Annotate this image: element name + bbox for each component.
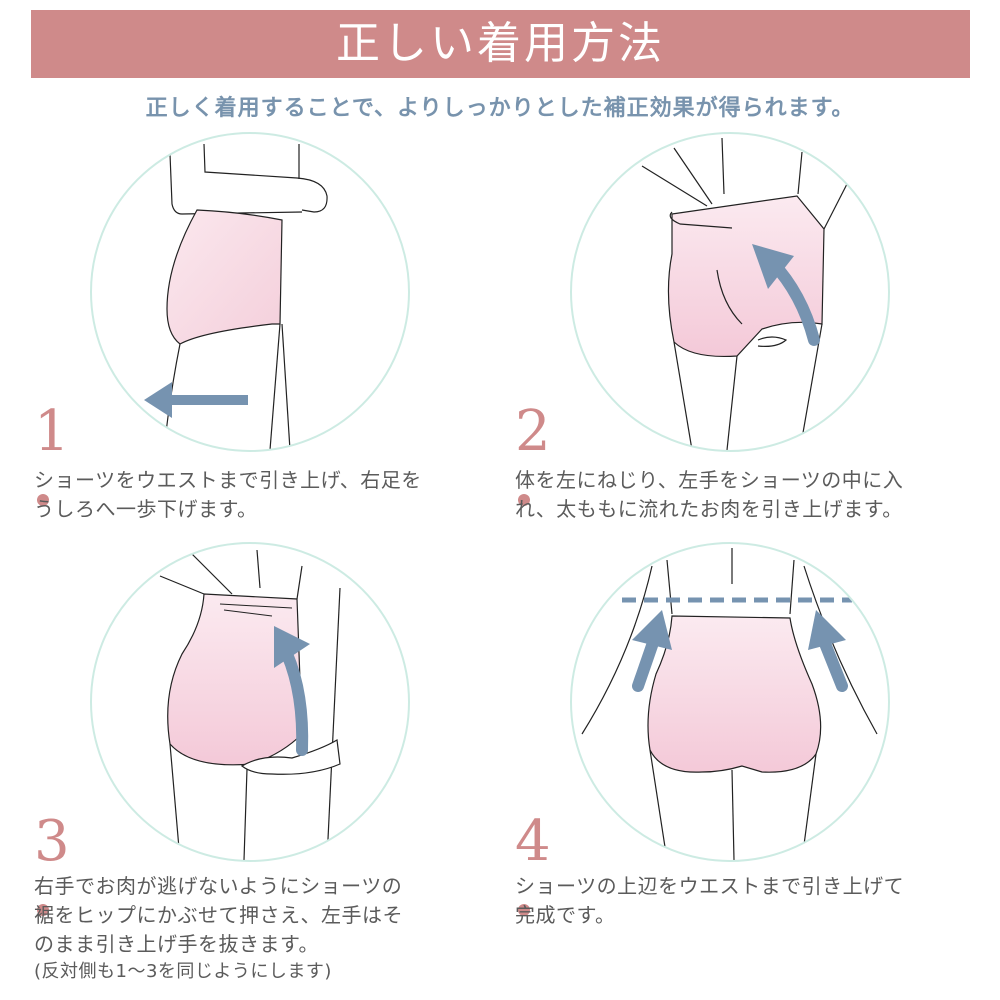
up-arrow-right-icon <box>808 610 848 692</box>
step-2-illustration <box>570 132 890 452</box>
step-number: 4 <box>515 814 551 926</box>
step-3-illustration <box>90 542 410 862</box>
header-band: 正しい着用方法 <box>31 10 970 78</box>
back-view-body-icon <box>581 548 878 860</box>
step-description: 右手でお肉が逃げないようにショーツの 裾をヒップにかぶせて押さえ、左手はそ のま… <box>34 872 494 984</box>
curved-up-arrow-icon <box>274 626 310 756</box>
back-view-body-icon <box>159 549 341 860</box>
step-description: 体を左にねじり、左手をショーツの中に入 れ、太ももに流れたお肉を引き上げます。 <box>515 468 904 521</box>
step-1-illustration <box>90 132 410 452</box>
page-title: 正しい着用方法 <box>336 18 665 69</box>
step-description: ショーツの上辺をウエストまで引き上げて 完成です。 <box>515 874 905 927</box>
step-4-illustration <box>570 542 890 862</box>
curved-up-arrow-icon <box>752 244 820 346</box>
side-view-body-icon <box>144 143 328 450</box>
page-subtitle: 正しく着用することで、よりしっかりとした補正効果が得られます。 <box>145 96 855 121</box>
step-number: 1 <box>34 404 70 516</box>
step-number: 3 <box>34 814 70 926</box>
left-arrow-icon <box>144 382 248 418</box>
step-description: ショーツをウエストまで引き上げ、右足を うしろへ一歩下げます。 <box>34 468 422 521</box>
step-number: 2 <box>515 404 551 516</box>
step-note: (反対側も1〜3を同じようにします) <box>34 961 332 982</box>
up-arrow-left-icon <box>632 610 672 692</box>
back-view-body-icon <box>641 137 848 450</box>
